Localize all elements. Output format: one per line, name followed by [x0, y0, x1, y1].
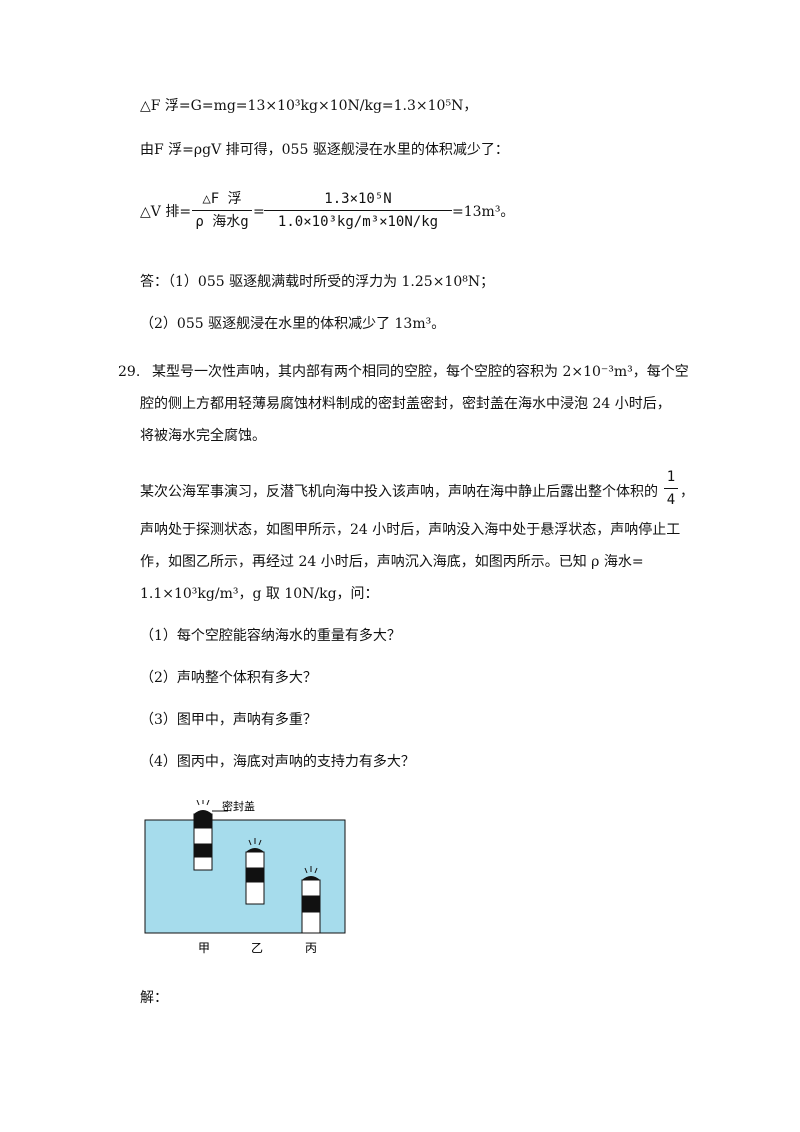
formula-delta-v-result: =13m³。 [452, 204, 515, 220]
fraction-numeric-numerator: 1.3×10⁵N [324, 191, 392, 207]
answer-line-2: （2）055 驱逐舰浸在水里的体积减少了 13m³。 [140, 316, 446, 332]
question-paragraph-2: 腔的侧上方都用轻薄易腐蚀材料制成的密封盖密封，密封盖在海水中浸泡 24 小时后， [140, 396, 671, 412]
subquestion-3: （3）图甲中，声呐有多重？ [140, 712, 317, 728]
fraction-quarter-numerator: 1 [666, 469, 676, 485]
seal-label: 密封盖 [222, 800, 255, 813]
equals-sign: = [253, 204, 265, 220]
question-paragraph-3: 将被海水完全腐蚀。 [140, 428, 266, 444]
sonar-c [301, 866, 321, 934]
formula-line-buoyancy: △F 浮=G=mg=13×10³kg×10N/kg=1.3×10⁵N， [140, 98, 478, 114]
formula-line-derivation: 由F 浮=ρgV 排可得，055 驱逐舰浸在水里的体积减少了： [140, 142, 509, 158]
fraction-symbolic-numerator: △F 浮 [202, 191, 242, 207]
subquestion-2: （2）声呐整个体积有多大？ [140, 670, 317, 686]
sonar-figure: 密封盖 甲 乙 丙 [144, 800, 346, 955]
question-number: 29. [118, 364, 141, 380]
label-yi: 乙 [251, 941, 263, 955]
question-paragraph-4: 某次公海军事演习，反潜飞机向海中投入该声呐，声呐在海中静止后露出整个体积的 [140, 484, 658, 500]
fraction-quarter-denominator: 4 [666, 492, 676, 508]
formula-delta-v-prefix: △V 排= [140, 204, 192, 220]
answer-line-1: 答：（1）055 驱逐舰满载时所受的浮力为 1.25×10⁸N； [140, 274, 495, 290]
subquestion-4: （4）图丙中，海底对声呐的支持力有多大？ [140, 754, 415, 770]
fraction-quarter: 1 4 [664, 466, 678, 511]
question-paragraph-5: 声呐处于探测状态，如图甲所示，24 小时后，声呐没入海中处于悬浮状态，声呐停止工 [140, 522, 681, 538]
label-bing: 丙 [305, 941, 317, 955]
sonar-a [193, 800, 213, 871]
question-paragraph-4-end: ， [680, 484, 694, 500]
subquestion-1: （1）每个空腔能容纳海水的重量有多大？ [140, 628, 401, 644]
question-paragraph-1: 某型号一次性声呐，其内部有两个相同的空腔，每个空腔的容积为 2×10⁻³m³，每… [152, 364, 689, 380]
fraction-numeric-denominator: 1.0×10³kg/m³×10N/kg [277, 214, 439, 230]
label-jia: 甲 [198, 941, 210, 955]
fraction-symbolic-denominator: ρ 海水g [195, 214, 249, 230]
answer-label: 解： [140, 990, 168, 1006]
fraction-symbolic: △F 浮 ρ 海水g [192, 188, 252, 233]
question-paragraph-7: 1.1×10³kg/m³，g 取 10N/kg，问： [140, 586, 379, 602]
fraction-numeric: 1.3×10⁵N 1.0×10³kg/m³×10N/kg [264, 188, 452, 233]
question-paragraph-6: 作，如图乙所示，再经过 24 小时后，声呐沉入海底，如图丙所示。已知 ρ 海水= [140, 554, 644, 570]
sonar-b [245, 838, 265, 905]
